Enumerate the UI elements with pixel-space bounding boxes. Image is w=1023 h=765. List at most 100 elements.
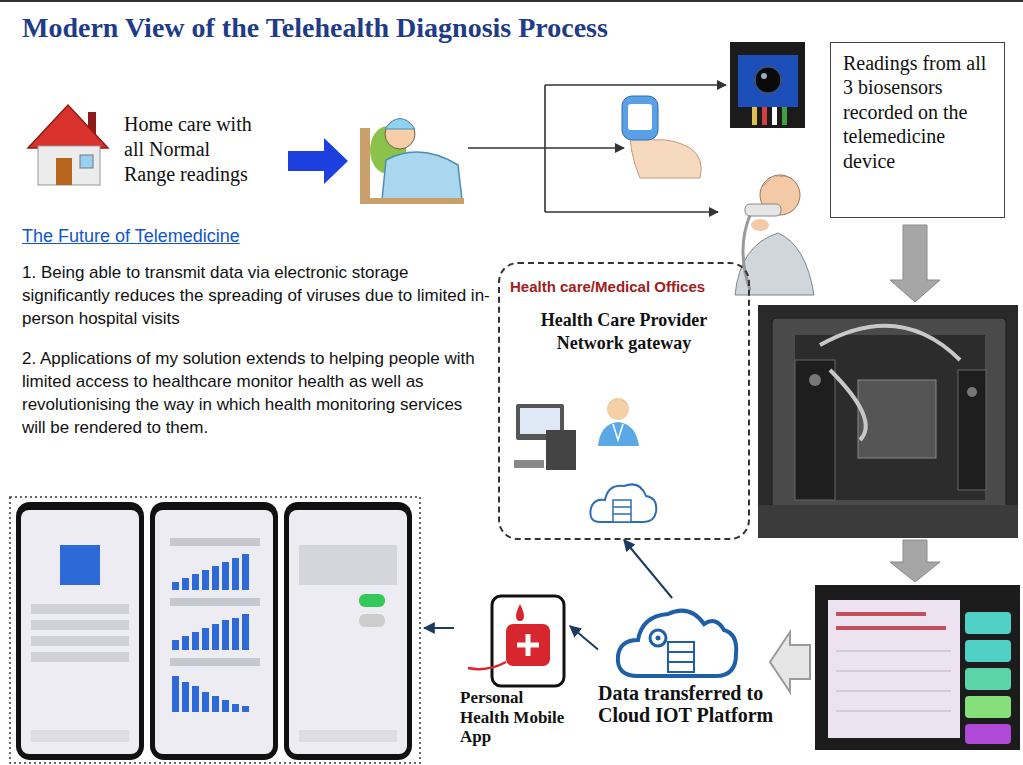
provider-icon bbox=[607, 398, 629, 420]
screen-photo bbox=[965, 612, 1011, 634]
screen-photo bbox=[965, 668, 1011, 690]
temperature-sensor bbox=[730, 42, 805, 128]
group-region: Health care/Medical OfficesHealth Care P… bbox=[498, 262, 750, 540]
caption-text: Home care with all Normal Range readings bbox=[124, 112, 266, 187]
screen-photo bbox=[965, 640, 1011, 662]
screen-photo bbox=[815, 585, 1020, 750]
device-photo bbox=[758, 505, 1018, 538]
house-icon bbox=[56, 158, 72, 185]
cloud-node-shape bbox=[598, 598, 793, 682]
diagram-title: Modern View of the Telehealth Diagnosis … bbox=[22, 12, 608, 44]
process-box: Readings from all 3 biosensors recorded … bbox=[830, 42, 1005, 218]
app-screenshots bbox=[16, 502, 144, 760]
flow-arrow bbox=[890, 225, 940, 302]
flow-connector bbox=[570, 626, 598, 650]
node-text: Data transferred to Cloud IOT Platform bbox=[598, 682, 793, 727]
blood-bag bbox=[506, 624, 550, 666]
device-photo bbox=[820, 326, 960, 360]
device-photo bbox=[809, 374, 821, 386]
section-heading: The Future of Telemedicine bbox=[22, 226, 342, 247]
temperature-sensor bbox=[762, 107, 767, 125]
patient-figure bbox=[360, 198, 464, 204]
house-icon bbox=[38, 146, 100, 185]
computer-icon bbox=[546, 430, 576, 470]
spirometer-user bbox=[735, 175, 814, 295]
temperature-sensor bbox=[772, 107, 777, 125]
device-photo bbox=[772, 318, 1006, 523]
sensor-wires bbox=[545, 84, 726, 86]
temperature-sensor bbox=[738, 55, 798, 107]
app-screenshots bbox=[31, 730, 129, 742]
server-icon bbox=[668, 652, 694, 662]
flow-arrow bbox=[890, 540, 940, 582]
app-screenshots bbox=[60, 545, 100, 585]
app-screenshots bbox=[289, 510, 407, 754]
app-screenshots bbox=[31, 636, 129, 646]
gear-icon bbox=[650, 630, 666, 646]
screen-photo bbox=[965, 696, 1011, 718]
temperature-sensor bbox=[761, 73, 767, 79]
node-text: Readings from all 3 biosensors recorded … bbox=[843, 51, 994, 173]
screen-photo bbox=[836, 690, 951, 692]
app-screenshots bbox=[170, 598, 260, 606]
patient-figure bbox=[360, 119, 464, 205]
pulse-oximeter bbox=[622, 96, 701, 178]
flow-arrow bbox=[770, 632, 810, 692]
app-screenshots bbox=[31, 604, 129, 614]
server-icon bbox=[613, 507, 631, 514]
app-screenshots bbox=[359, 614, 385, 627]
phone-outline bbox=[492, 596, 564, 686]
patient-figure bbox=[385, 119, 415, 149]
app-screenshots bbox=[155, 510, 273, 754]
flow-arrow bbox=[424, 627, 454, 629]
gear-icon bbox=[656, 636, 661, 641]
temperature-sensor bbox=[752, 107, 757, 125]
computer-icon bbox=[514, 460, 544, 468]
device-photo bbox=[795, 360, 835, 500]
device-photo bbox=[758, 305, 1018, 538]
app-screenshots bbox=[170, 658, 260, 666]
server-icon bbox=[668, 642, 694, 672]
flow-arrow bbox=[288, 138, 348, 184]
patient-figure bbox=[360, 128, 370, 202]
temperature-sensor bbox=[782, 107, 787, 125]
spirometer-user bbox=[735, 233, 814, 295]
screen-photo bbox=[965, 724, 1011, 744]
provider-icon bbox=[598, 398, 639, 446]
screen-photo bbox=[836, 650, 951, 652]
device-photo bbox=[830, 370, 866, 440]
top-rule bbox=[0, 0, 1023, 2]
node-text: Health care/Medical Offices bbox=[510, 278, 738, 295]
app-screenshots bbox=[10, 497, 420, 763]
spirometer-user bbox=[745, 204, 781, 216]
screen-photo bbox=[815, 585, 1020, 750]
temperature-sensor bbox=[755, 67, 781, 93]
spirometer-user bbox=[762, 176, 800, 188]
note-paragraph: 2. Applications of my solution extends t… bbox=[22, 348, 490, 440]
screen-photo bbox=[828, 600, 960, 738]
app-screenshots bbox=[359, 594, 385, 607]
pulse-oximeter bbox=[622, 96, 658, 140]
app-screenshots bbox=[172, 676, 249, 712]
app-screenshots bbox=[172, 614, 249, 650]
server-icon bbox=[590, 484, 656, 522]
node-body-text: Health Care Provider Network gateway bbox=[510, 309, 738, 356]
sensor-wires bbox=[468, 147, 545, 149]
app-screenshots bbox=[21, 510, 139, 754]
app-screenshots bbox=[10, 497, 420, 763]
sensor-wires bbox=[468, 85, 726, 212]
device-photo bbox=[758, 305, 1018, 538]
device-photo bbox=[967, 387, 977, 397]
house-icon bbox=[28, 105, 108, 185]
screen-photo bbox=[836, 612, 926, 616]
spirometer-user bbox=[751, 219, 769, 231]
app-node: Personal Health Mobile App bbox=[458, 592, 570, 747]
screen-photo bbox=[836, 626, 946, 630]
app-screenshots bbox=[299, 730, 397, 742]
pulse-oximeter bbox=[628, 104, 652, 130]
provider-icon bbox=[607, 399, 629, 406]
screen-photo bbox=[836, 670, 951, 672]
app-screenshots bbox=[31, 652, 129, 662]
app-screenshots bbox=[170, 538, 260, 546]
app-screenshots bbox=[172, 554, 249, 590]
